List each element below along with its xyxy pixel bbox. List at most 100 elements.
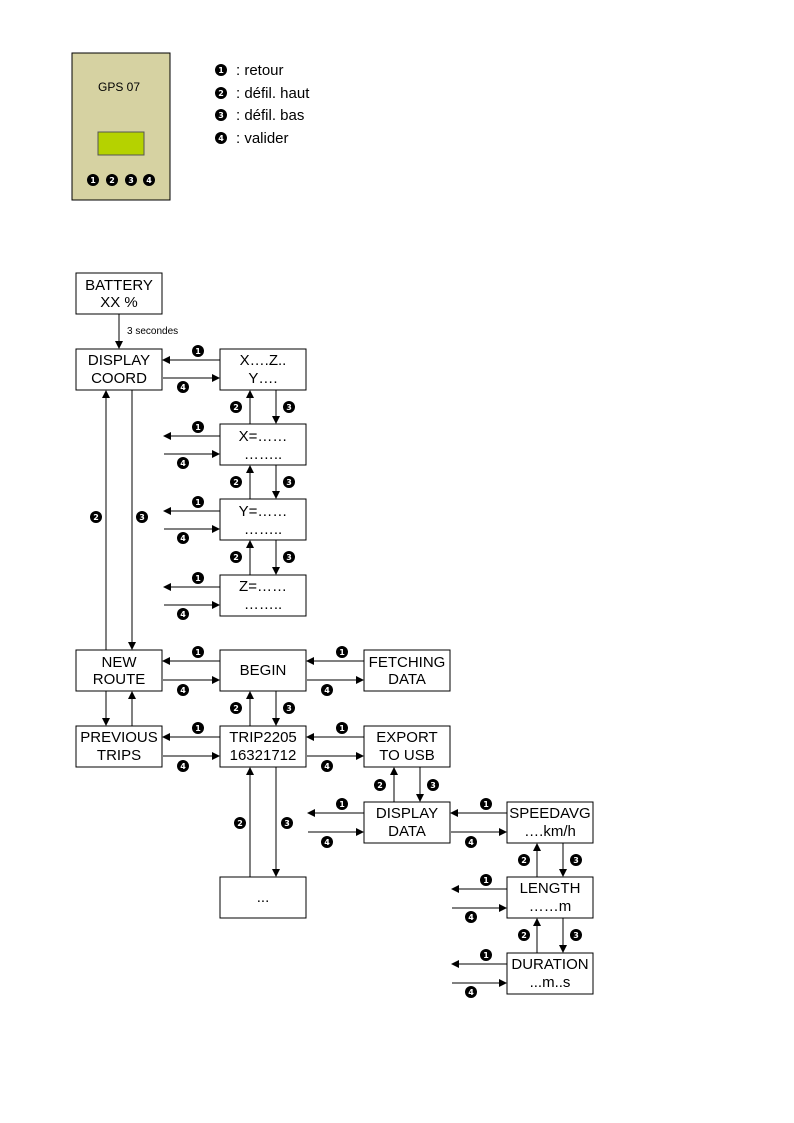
badge-3: 3 [281, 817, 293, 829]
badge-2: 2 [90, 511, 102, 523]
svg-text:DATA: DATA [388, 823, 426, 840]
legend-item-4: 4 : valider [215, 130, 289, 147]
svg-text:4: 4 [180, 459, 186, 468]
device-button-4[interactable]: 4 [143, 174, 155, 186]
svg-text:1: 1 [483, 800, 489, 809]
badge-3: 3 [283, 401, 295, 413]
badge-4: 4 [177, 381, 189, 393]
device-title: GPS 07 [98, 80, 140, 94]
badge-4: 4 [177, 760, 189, 772]
box-new-route[interactable]: NEW ROUTE [75, 649, 163, 692]
svg-text:1: 1 [195, 423, 201, 432]
svg-text:PREVIOUS: PREVIOUS [80, 729, 158, 746]
svg-text:2: 2 [521, 856, 527, 865]
box-display-data[interactable]: DISPLAY DATA [363, 801, 451, 844]
device-illustration: GPS 07 1 2 3 4 [71, 52, 171, 201]
box-export-usb[interactable]: EXPORT TO USB [363, 725, 451, 768]
svg-text:4: 4 [218, 134, 224, 143]
device-button-2[interactable]: 2 [106, 174, 118, 186]
badge-3: 3 [283, 476, 295, 488]
svg-text:……..: …….. [244, 596, 282, 613]
box-previous-trips[interactable]: PREVIOUS TRIPS [75, 725, 163, 768]
box-y[interactable]: Y=…… …….. [219, 498, 307, 541]
svg-text:3: 3 [573, 931, 579, 940]
badge-3: 3 [427, 779, 439, 791]
svg-text:Y=……: Y=…… [239, 503, 288, 520]
box-xyz[interactable]: X….Z.. Y…. [219, 348, 307, 391]
svg-text:2: 2 [521, 931, 527, 940]
svg-text:4: 4 [180, 762, 186, 771]
badge-4: 4 [465, 836, 477, 848]
svg-text:NEW: NEW [102, 654, 138, 671]
badge-1: 1 [192, 572, 204, 584]
box-length[interactable]: LENGTH ……m [506, 876, 594, 919]
svg-text:ROUTE: ROUTE [93, 671, 146, 688]
badge-4: 4 [321, 684, 333, 696]
svg-text:16321712: 16321712 [230, 747, 297, 764]
box-display-coord[interactable]: DISPLAY COORD [75, 348, 163, 391]
box-duration[interactable]: DURATION ...m..s [506, 952, 594, 995]
svg-text:4: 4 [324, 838, 330, 847]
svg-text:2: 2 [233, 704, 239, 713]
badge-1: 1 [480, 798, 492, 810]
svg-text:3: 3 [286, 553, 292, 562]
device-button-3[interactable]: 3 [125, 174, 137, 186]
badge-1: 1 [192, 345, 204, 357]
svg-text:BATTERY: BATTERY [85, 277, 153, 294]
svg-text:4: 4 [324, 686, 330, 695]
badge-3: 3 [283, 702, 295, 714]
box-trip[interactable]: TRIP2205 16321712 [219, 725, 307, 768]
svg-text:COORD: COORD [91, 370, 147, 387]
svg-text:3: 3 [286, 403, 292, 412]
badge-2: 2 [230, 702, 242, 714]
badge-1: 1 [192, 722, 204, 734]
box-x[interactable]: X=…… …….. [219, 423, 307, 466]
svg-text:……..: …….. [244, 521, 282, 538]
svg-text:3: 3 [573, 856, 579, 865]
svg-text:1: 1 [195, 347, 201, 356]
svg-text:4: 4 [468, 913, 474, 922]
legend-item-2: 2: défil. haut [215, 85, 310, 102]
svg-text:2: 2 [233, 553, 239, 562]
connector-arrows [102, 314, 567, 987]
box-fetching[interactable]: FETCHING DATA [363, 649, 451, 692]
box-z[interactable]: Z=…… …….. [219, 574, 307, 617]
svg-text:4: 4 [180, 534, 186, 543]
box-begin[interactable]: BEGIN [219, 649, 307, 692]
svg-text:DISPLAY: DISPLAY [88, 352, 150, 369]
badge-4: 4 [177, 684, 189, 696]
svg-text:X….Z..: X….Z.. [240, 352, 287, 369]
svg-text:DURATION: DURATION [511, 956, 588, 973]
badge-4: 4 [177, 608, 189, 620]
badge-2: 2 [518, 854, 530, 866]
badge-3: 3 [570, 854, 582, 866]
svg-text:2: 2 [218, 89, 224, 98]
svg-text:3: 3 [286, 478, 292, 487]
svg-text:XX %: XX % [100, 294, 138, 311]
svg-text:……m: ……m [529, 898, 572, 915]
badge-1: 1 [192, 496, 204, 508]
badge-3: 3 [136, 511, 148, 523]
svg-text:: valider: : valider [236, 130, 289, 147]
svg-text:4: 4 [146, 176, 152, 185]
svg-text:BEGIN: BEGIN [240, 662, 287, 679]
svg-text:1: 1 [195, 648, 201, 657]
svg-text:3: 3 [286, 704, 292, 713]
svg-text:TRIP2205: TRIP2205 [229, 729, 297, 746]
device-button-1[interactable]: 1 [87, 174, 99, 186]
legend-item-1: 1: retour [215, 62, 284, 79]
badge-4: 4 [177, 457, 189, 469]
box-more[interactable]: ... [219, 876, 307, 919]
badge-4: 4 [465, 986, 477, 998]
svg-text:FETCHING: FETCHING [369, 654, 446, 671]
svg-text:3: 3 [430, 781, 436, 790]
svg-text:1: 1 [195, 574, 201, 583]
svg-text:LENGTH: LENGTH [520, 880, 581, 897]
legend: 1: retour 2: défil. haut 3: défil. bas 4… [215, 62, 310, 147]
badge-2: 2 [230, 551, 242, 563]
box-speedavg[interactable]: SPEEDAVG ….km/h [506, 801, 594, 844]
svg-text:4: 4 [468, 988, 474, 997]
svg-text:1: 1 [339, 800, 345, 809]
svg-text:1: 1 [90, 176, 96, 185]
